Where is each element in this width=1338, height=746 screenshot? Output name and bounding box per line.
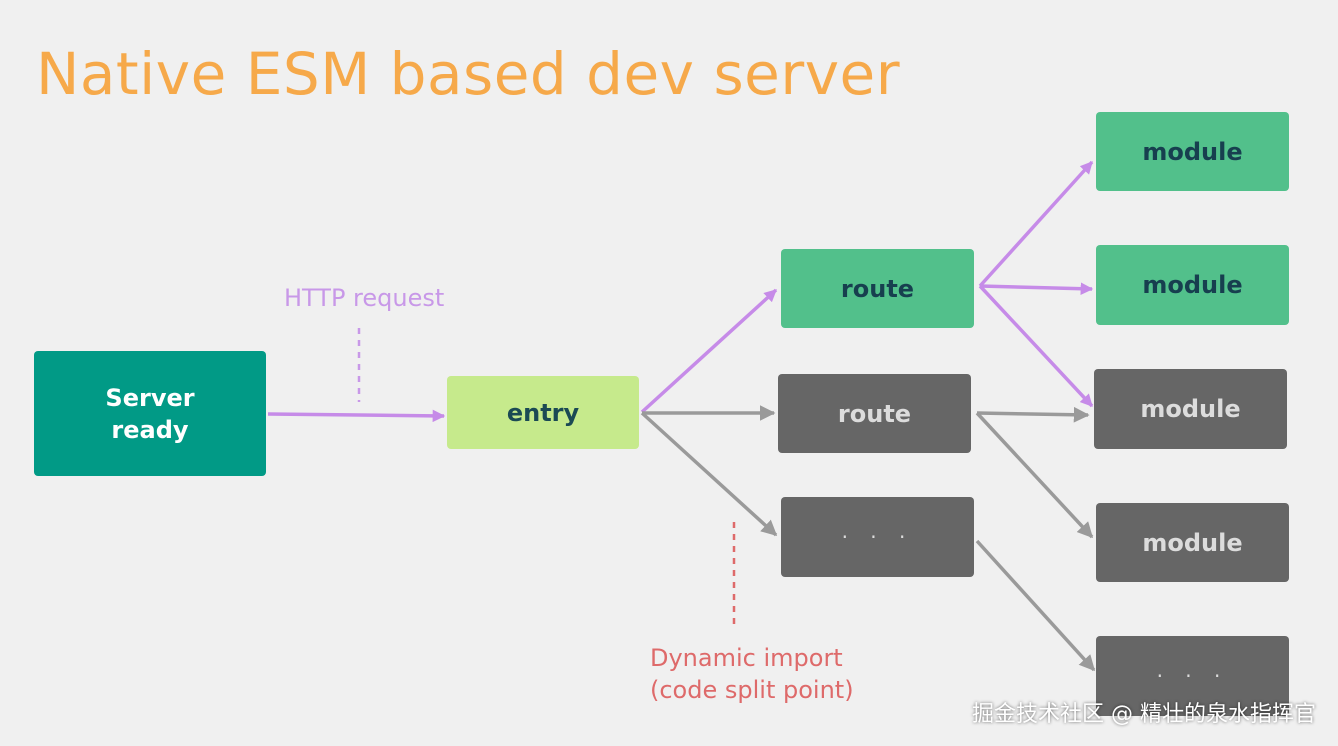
arrow-route-to-module-3: [978, 284, 1094, 408]
arrow-route-inactive-to-module-3: [976, 406, 1090, 423]
module-node-4: module: [1096, 503, 1289, 582]
arrow-server-to-entry: [267, 409, 446, 423]
module-node-1: module: [1096, 112, 1289, 191]
http-request-label: HTTP request: [284, 284, 445, 312]
arrow-entry-to-route-active: [640, 288, 778, 414]
arrow-route-to-module-2: [979, 282, 1094, 295]
watermark: 掘金技术社区 @ 精壮的泉水指挥官: [972, 702, 1316, 727]
arrow-entry-to-more-routes: [640, 411, 778, 537]
arrow-route-inactive-to-module-4: [975, 411, 1094, 539]
dynamic-import-label: Dynamic import (code split point): [650, 644, 854, 704]
server-ready-node: Server ready: [34, 351, 266, 476]
module-node-3: module: [1094, 369, 1287, 449]
route-node-active: route: [781, 249, 974, 328]
more-routes-node: · · ·: [781, 497, 974, 577]
more-modules-node: · · ·: [1096, 636, 1289, 716]
entry-node: entry: [447, 376, 639, 449]
arrow-more-routes-to-more-modules: [975, 539, 1096, 672]
route-node-inactive: route: [778, 374, 971, 453]
arrow-route-to-module-1: [978, 160, 1094, 288]
page-title: Native ESM based dev server: [36, 40, 901, 108]
module-node-2: module: [1096, 245, 1289, 325]
